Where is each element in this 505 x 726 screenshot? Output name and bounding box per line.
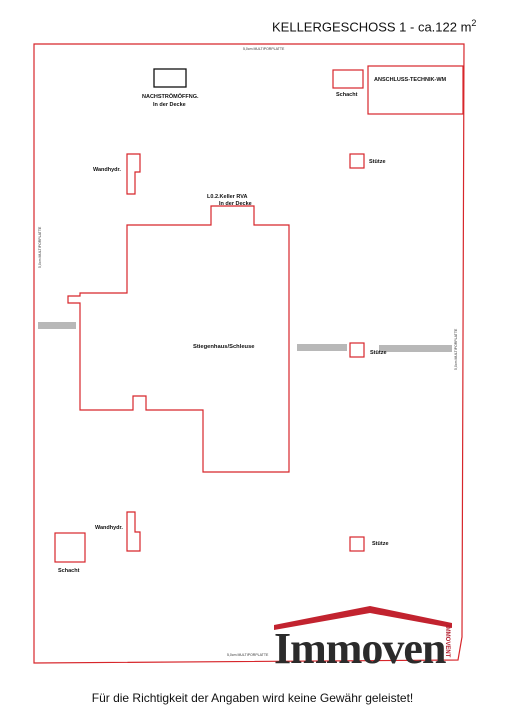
wall-bottom-label: 5,0cm MULTIPORPLATTE: [227, 653, 269, 657]
wall-right-label: 5,0cm MULTIPORPLATTE: [454, 328, 458, 370]
nachstrom-label-2: In der Decke: [153, 102, 186, 108]
page-title-unit: 2: [471, 18, 477, 28]
stuetze-bottom: [349, 536, 365, 552]
disclaimer: Für die Richtigkeit der Angaben wird kei…: [91, 691, 414, 705]
wandhydr-bottom: [126, 511, 141, 552]
anschluss-technik-room: [367, 65, 464, 115]
stiegenhaus-outline: [67, 205, 290, 473]
schacht-top-label: Schacht: [336, 92, 358, 98]
stiegenhaus-label: Stiegenhaus/Schleuse: [193, 344, 255, 350]
wandhydr-top: [126, 153, 141, 195]
wall-left-label: 5,0cm MULTIPORPLATTE: [38, 226, 42, 268]
logo-wordmark: Immoven: [274, 624, 446, 673]
schacht-bottom-label: Schacht: [58, 568, 80, 574]
stuetze-top: [349, 153, 365, 169]
stuetze-bottom-label: Stütze: [372, 541, 389, 547]
anschluss-label: ANSCHLUSS-TECHNIK-WM: [374, 77, 447, 83]
wall-top-label: 5,0cm MULTIPORPLATTE: [243, 47, 285, 51]
nachstrom-opening: [153, 68, 187, 88]
gray-bar-left: [38, 322, 76, 329]
nachstrom-label-1: NACHSTRÖMÖFFNG.: [142, 93, 199, 100]
outer-wall: [33, 43, 465, 664]
wandhydr-top-label: Wandhydr.: [93, 167, 121, 173]
wandhydr-bottom-label: Wandhydr.: [95, 525, 123, 531]
lo-label-2: In der Decke: [219, 201, 252, 207]
page-title: KELLERGESCHOSS 1 - ca.122 m2: [272, 18, 476, 34]
stuetze-mid: [349, 342, 365, 358]
page-title-text: KELLERGESCHOSS 1 - ca.122 m: [272, 19, 472, 35]
schacht-top: [332, 69, 364, 89]
stuetze-mid-label: Stütze: [370, 350, 387, 356]
gray-bar-center: [297, 344, 347, 351]
stuetze-top-label: Stütze: [369, 159, 386, 165]
lo-label-1: L0.2.Keller RVA: [207, 194, 247, 200]
gray-bar-right: [379, 345, 452, 352]
logo-roof: [274, 606, 452, 630]
immoven-logo: Immoven IMMOVENT: [270, 603, 460, 675]
logo-side-text: IMMOVENT: [444, 625, 450, 658]
schacht-bottom: [54, 532, 86, 563]
